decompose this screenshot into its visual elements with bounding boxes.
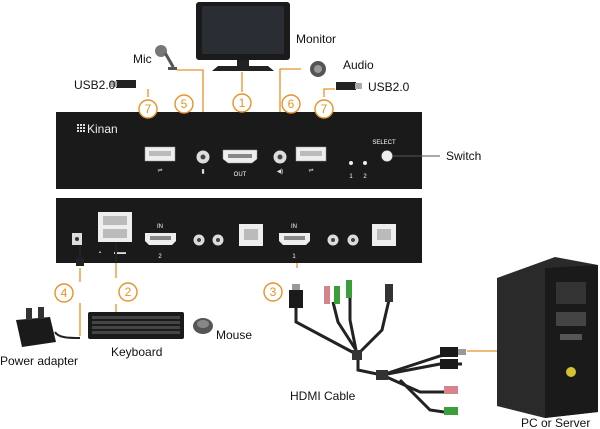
power-adapter-icon <box>16 246 84 347</box>
back-mic-jack-1 <box>327 234 339 246</box>
step-badge-7-right: 7 <box>314 99 334 119</box>
kvm-front-panel: Kinan ⇌ ▮ OUT ◀) ⇌ <box>56 112 422 189</box>
speaker-icon <box>310 61 326 77</box>
mouse-label: Mouse <box>216 328 252 342</box>
step-badge-1: 1 <box>232 93 252 113</box>
hdmi-plugs <box>289 280 466 415</box>
svg-text:2: 2 <box>125 285 132 299</box>
step-badge-3: 3 <box>263 282 283 302</box>
back-hdmi-in-port-2 <box>145 233 176 245</box>
back-usb-b-port-1 <box>372 224 396 246</box>
brand-logo: Kinan <box>77 122 118 136</box>
out-label: OUT <box>234 172 247 178</box>
mic-icon <box>155 45 177 70</box>
usb-drive-left-icon <box>110 80 136 88</box>
front-mic-jack: ▮ <box>196 150 210 175</box>
back-power-jack <box>72 233 82 245</box>
keyboard-label: Keyboard <box>111 345 162 359</box>
svg-text:3: 3 <box>270 285 277 299</box>
svg-text:⇌: ⇌ <box>157 167 162 174</box>
step-badge-7-left: 7 <box>138 99 158 119</box>
svg-text:▮: ▮ <box>201 169 204 175</box>
usb-drive-right-icon <box>336 82 362 90</box>
port-led-1 <box>349 161 353 165</box>
hdmi-cable-icon <box>294 296 463 414</box>
port-1-label: 1 <box>349 174 353 180</box>
svg-text:6: 6 <box>288 97 295 111</box>
back-usb-hub-ports: ▪ ▬▬ <box>98 212 132 256</box>
svg-text:Kinan: Kinan <box>87 122 118 136</box>
front-hdmi-out-port: OUT <box>222 149 258 178</box>
svg-text:1: 1 <box>239 96 246 110</box>
select-button[interactable] <box>381 150 393 162</box>
svg-text:◀): ◀) <box>277 169 284 175</box>
svg-text:7: 7 <box>145 102 152 116</box>
step-badge-4: 4 <box>54 283 74 303</box>
svg-text:5: 5 <box>181 97 188 111</box>
mic-label: Mic <box>133 52 152 66</box>
keyboard-icon <box>88 244 184 339</box>
front-usb-port-right: ⇌ <box>295 146 327 174</box>
kvm-back-panel: ▪ ▬▬ IN 2 IN 1 <box>56 198 422 263</box>
port-led-2 <box>363 161 367 165</box>
back-usb-b-port-2 <box>239 224 263 246</box>
in-right-number: 1 <box>292 254 296 260</box>
in-left-number: 2 <box>158 254 162 260</box>
in-right-label: IN <box>291 224 297 230</box>
switch-label: Switch <box>446 149 481 163</box>
select-label: SELECT <box>372 140 396 146</box>
back-mic-jack-2 <box>193 234 205 246</box>
back-audio-jack-2 <box>212 234 224 246</box>
power-adapter-label: Power adapter <box>0 354 78 368</box>
step-badge-2: 2 <box>118 282 138 302</box>
mouse-icon <box>193 318 213 334</box>
front-usb-port-left: ⇌ <box>144 146 176 174</box>
svg-text:7: 7 <box>321 102 328 116</box>
usb-left-label: USB2.0 <box>74 78 116 92</box>
audio-label: Audio <box>343 58 374 72</box>
in-left-label: IN <box>157 224 163 230</box>
step-badge-5: 5 <box>174 94 194 114</box>
pc-label: PC or Server <box>521 416 590 429</box>
back-hdmi-in-port-1 <box>279 233 310 245</box>
hdmi-cable-label: HDMI Cable <box>290 389 356 403</box>
monitor-icon <box>196 2 290 71</box>
pc-tower-icon <box>497 257 598 418</box>
front-audio-jack: ◀) <box>273 150 287 175</box>
usb-right-label: USB2.0 <box>368 80 410 94</box>
svg-text:▬▬: ▬▬ <box>114 250 126 256</box>
svg-text:⇌: ⇌ <box>308 167 313 174</box>
monitor-label: Monitor <box>296 32 336 46</box>
port-2-label: 2 <box>363 174 367 180</box>
step-badge-6: 6 <box>281 94 301 114</box>
back-audio-jack-1 <box>347 234 359 246</box>
svg-text:4: 4 <box>61 286 68 300</box>
svg-text:▪: ▪ <box>99 250 101 256</box>
